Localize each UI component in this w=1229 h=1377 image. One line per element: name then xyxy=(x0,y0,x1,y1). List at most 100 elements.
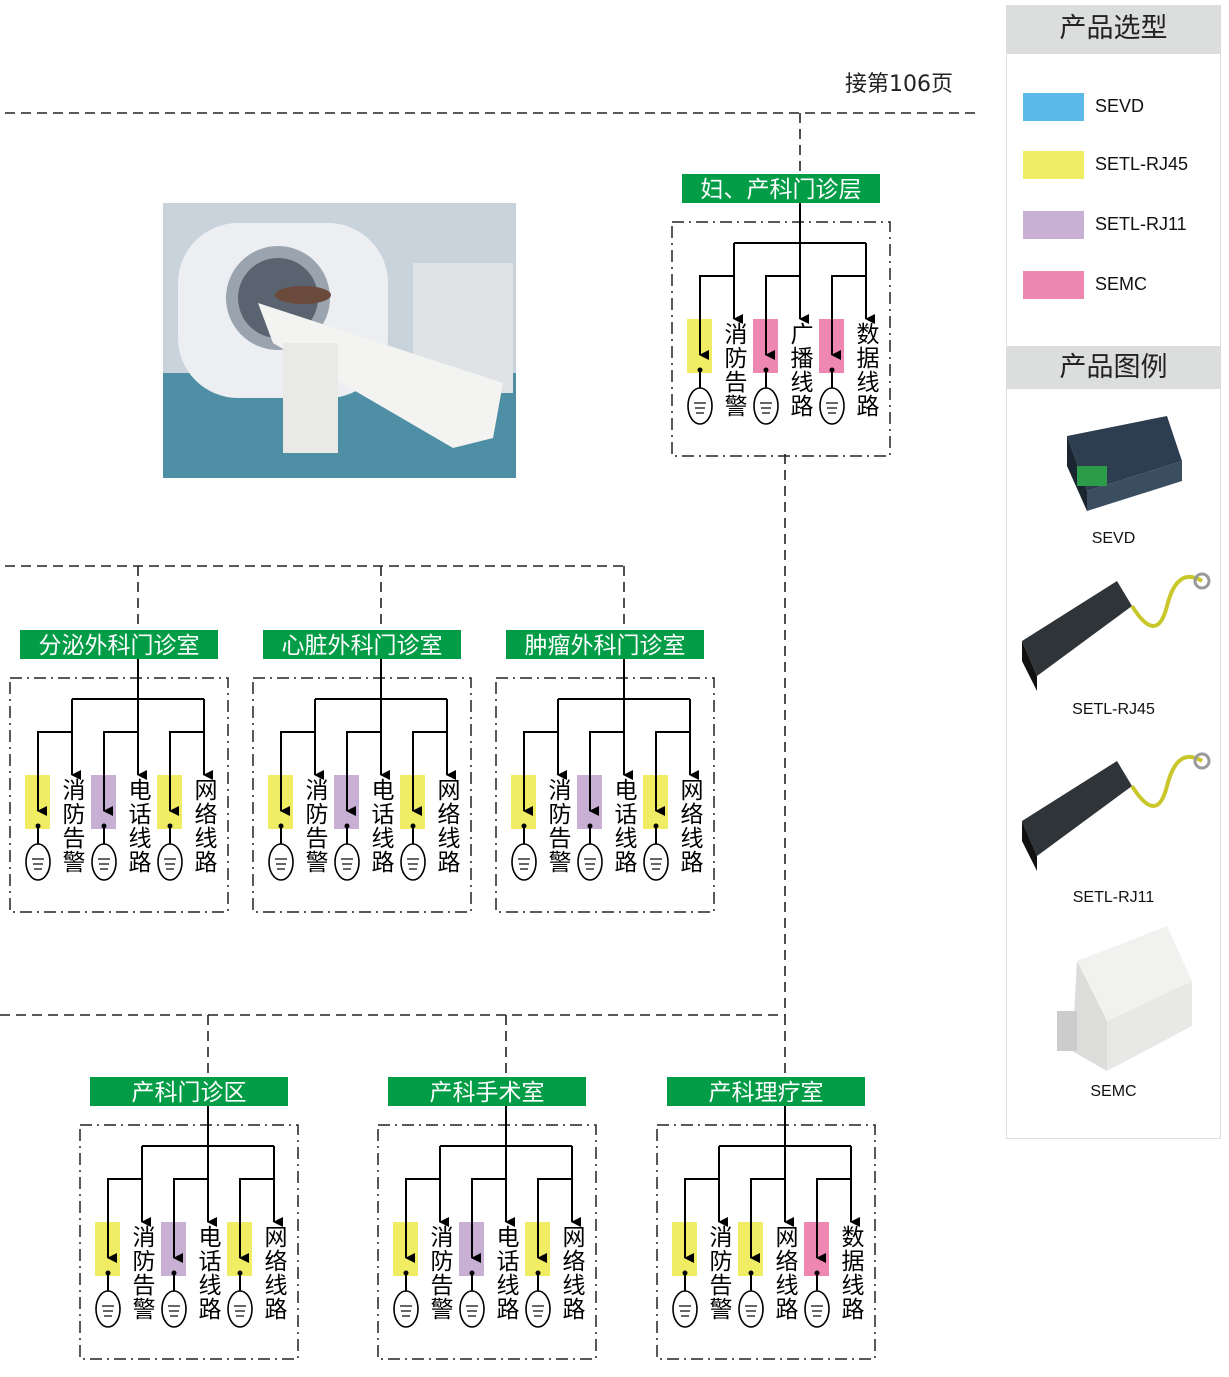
ground-icon xyxy=(511,843,537,881)
protector-arrow xyxy=(346,731,381,816)
channel-label: 电话线路 xyxy=(194,1225,220,1321)
legend-swatch xyxy=(1023,271,1084,299)
setl-rj11-product-image xyxy=(1022,752,1211,871)
ground-icon xyxy=(25,843,51,881)
ground-icon xyxy=(91,843,117,881)
room-title-bg xyxy=(682,174,880,203)
setl-rj45-product-image xyxy=(1022,572,1211,691)
room-title: 产科理疗室 xyxy=(709,1080,824,1106)
protector-arrow xyxy=(173,1178,208,1263)
product-selection-heading: 产品选型 xyxy=(1007,6,1220,54)
channel-label: 数据线路 xyxy=(852,322,878,418)
room-boundary xyxy=(252,677,472,913)
protector-arrow xyxy=(765,275,800,360)
ground-icon xyxy=(157,843,183,881)
room-block-4: 产科门诊区 xyxy=(79,1077,299,1360)
channel-label: 电话线路 xyxy=(492,1225,518,1321)
room-boundary xyxy=(9,677,229,913)
channel-label: 消防告警 xyxy=(58,778,84,874)
room-title: 心脏外科门诊室 xyxy=(282,633,443,659)
ground-icon xyxy=(459,1290,485,1328)
protector-arrow xyxy=(107,1178,142,1263)
channel-label: 网络线路 xyxy=(771,1225,797,1321)
ground-icon xyxy=(334,843,360,881)
legend-swatch xyxy=(1023,93,1084,121)
legend-label: SEMC xyxy=(1095,274,1148,294)
room-block-2: 心脏外科门诊室 xyxy=(252,630,472,913)
product-examples-heading: 产品图例 xyxy=(1007,346,1220,389)
channel-label: 消防告警 xyxy=(720,322,746,418)
room-title: 产科手术室 xyxy=(430,1080,545,1106)
room-block-0: 妇、产科门诊层 xyxy=(671,174,891,457)
ground-icon xyxy=(577,843,603,881)
protector-arrow xyxy=(537,1178,572,1263)
semc-product-image xyxy=(1057,926,1192,1071)
room-title: 产科门诊区 xyxy=(132,1080,247,1106)
ground-icon xyxy=(738,1290,764,1328)
sevd-product-image xyxy=(1067,416,1182,511)
room-boundary xyxy=(495,677,715,913)
ground-icon xyxy=(268,843,294,881)
protector-arrow xyxy=(655,731,690,816)
product-caption: SETL-RJ45 xyxy=(1072,701,1155,718)
protector-arrow xyxy=(169,731,204,816)
room-title-bg xyxy=(667,1077,865,1106)
continuation-note: 接第106页 xyxy=(845,72,953,97)
protector-arrow xyxy=(831,275,866,360)
protector-arrow xyxy=(684,1178,719,1263)
ground-icon xyxy=(643,843,669,881)
room-title-bg xyxy=(263,630,461,659)
channel-label: 网络线路 xyxy=(190,778,216,874)
legend-label: SETL-RJ45 xyxy=(1095,154,1189,174)
channel-label: 电话线路 xyxy=(124,778,150,874)
ground-icon xyxy=(804,1290,830,1328)
protector-arrow xyxy=(589,731,624,816)
legend-label: SETL-RJ11 xyxy=(1095,214,1187,234)
channel-label: 数据线路 xyxy=(837,1225,863,1321)
product-caption: SETL-RJ11 xyxy=(1072,889,1155,906)
room-block-5: 产科手术室 xyxy=(377,1077,597,1360)
channel-label: 消防告警 xyxy=(705,1225,731,1321)
protector-arrow xyxy=(103,731,138,816)
ground-icon xyxy=(819,387,845,425)
channel-label: 网络线路 xyxy=(558,1225,584,1321)
room-title-bg xyxy=(90,1077,288,1106)
ground-icon xyxy=(753,387,779,425)
protector-arrow xyxy=(523,731,558,816)
channel-label: 网络线路 xyxy=(676,778,702,874)
ground-icon xyxy=(95,1290,121,1328)
room-title-bg xyxy=(20,630,218,659)
room-boundary xyxy=(671,221,891,457)
room-title: 分泌外科门诊室 xyxy=(39,633,200,659)
protector-arrow xyxy=(280,731,315,816)
room-title: 妇、产科门诊层 xyxy=(701,177,862,203)
ground-icon xyxy=(672,1290,698,1328)
ground-icon xyxy=(227,1290,253,1328)
product-caption: SEMC xyxy=(1090,1083,1137,1100)
channel-label: 广播线路 xyxy=(786,322,812,418)
legend-label: SEVD xyxy=(1095,96,1145,116)
legend-swatch xyxy=(1023,211,1084,239)
room-title-bg xyxy=(506,630,704,659)
protector-arrow xyxy=(405,1178,440,1263)
channel-label: 消防告警 xyxy=(301,778,327,874)
ground-icon xyxy=(393,1290,419,1328)
protector-arrow xyxy=(699,275,734,360)
channel-label: 电话线路 xyxy=(610,778,636,874)
channel-label: 网络线路 xyxy=(260,1225,286,1321)
channel-label: 消防告警 xyxy=(426,1225,452,1321)
channel-label: 消防告警 xyxy=(544,778,570,874)
legend-swatch xyxy=(1023,151,1084,179)
channel-label: 网络线路 xyxy=(433,778,459,874)
ground-icon xyxy=(400,843,426,881)
protector-arrow xyxy=(816,1178,851,1263)
protector-arrow xyxy=(471,1178,506,1263)
protector-arrow xyxy=(239,1178,274,1263)
room-block-6: 产科理疗室 xyxy=(656,1077,876,1360)
ground-icon xyxy=(161,1290,187,1328)
room-boundary xyxy=(79,1124,299,1360)
